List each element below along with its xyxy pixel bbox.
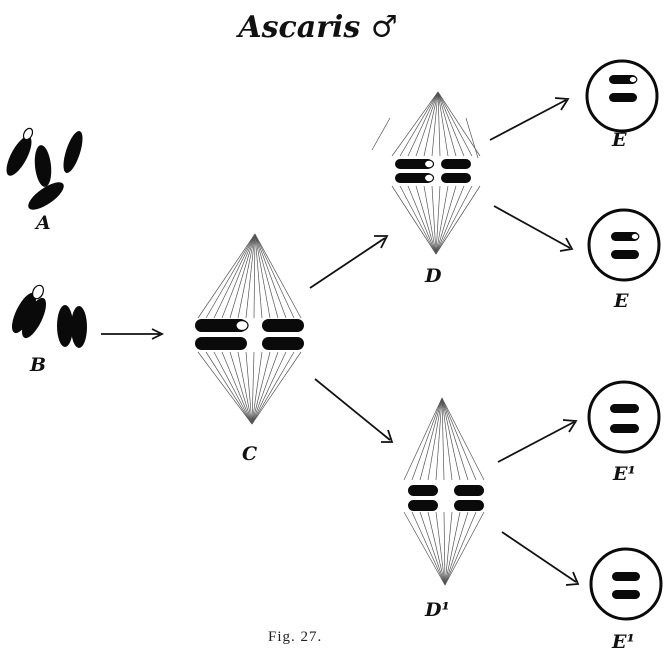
figure-title: Ascaris ♂ bbox=[235, 10, 397, 45]
arrow-d1-to-e1-bottom bbox=[501, 531, 580, 586]
cell-e1-bottom bbox=[589, 547, 663, 621]
stage-d1-spindle bbox=[403, 397, 485, 586]
label-c: C bbox=[242, 443, 257, 465]
cell-e1-third bbox=[587, 380, 661, 454]
stage-d-spindle bbox=[371, 91, 481, 255]
arrow-d-to-e-top bbox=[489, 97, 570, 141]
arrow-d-to-e-second bbox=[493, 205, 574, 252]
cell-e-second bbox=[587, 208, 661, 282]
label-b: B bbox=[29, 354, 46, 376]
label-d: D bbox=[424, 265, 442, 287]
label-e-second: E bbox=[613, 290, 629, 312]
label-a: A bbox=[34, 212, 51, 234]
stage-c-chromosomes bbox=[195, 319, 304, 350]
label-e-top: E bbox=[611, 129, 627, 151]
stage-d1-chromosomes bbox=[408, 485, 484, 511]
stage-a-chromosomes bbox=[6, 127, 83, 210]
figure-caption: Fig. 27. bbox=[268, 629, 322, 645]
stage-d-chromosomes bbox=[395, 159, 471, 183]
arrow-b-to-c bbox=[101, 328, 165, 340]
label-e1-third: E¹ bbox=[612, 463, 636, 485]
stage-c-spindle bbox=[197, 233, 302, 425]
cell-e-top bbox=[585, 59, 659, 133]
arrow-c-to-d bbox=[309, 235, 389, 289]
label-d1: D¹ bbox=[424, 599, 450, 621]
arrow-c-to-d1 bbox=[314, 378, 394, 443]
stage-b-chromosomes bbox=[11, 284, 87, 348]
arrow-d1-to-e1-third bbox=[497, 419, 578, 463]
label-e1-bottom: E¹ bbox=[611, 631, 635, 652]
